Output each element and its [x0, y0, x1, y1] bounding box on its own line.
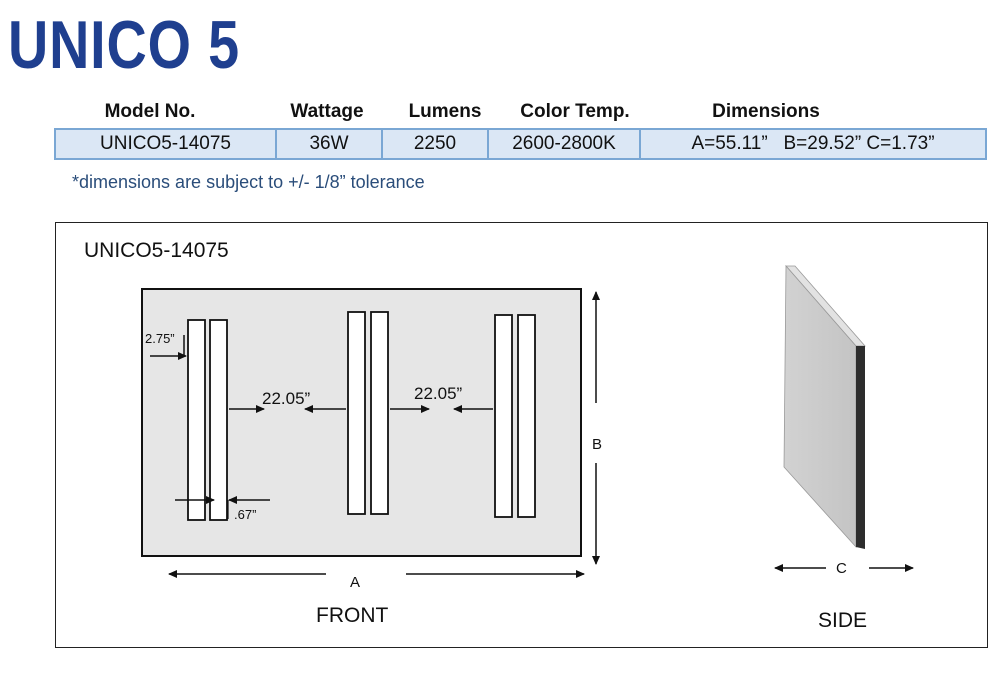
cell-color-temp: 2600-2800K — [489, 130, 641, 158]
cell-model: UNICO5-14075 — [56, 130, 277, 158]
dim-c-label: C — [836, 560, 847, 577]
spec-row: UNICO5-14075 36W 2250 2600-2800K A=55.11… — [54, 128, 987, 160]
cell-wattage: 36W — [277, 130, 383, 158]
side-view-face — [783, 264, 857, 549]
tube — [347, 311, 366, 515]
model-label: UNICO5-14075 — [84, 239, 229, 262]
dim-b-label: B — [592, 436, 602, 453]
header-lumens: Lumens — [408, 101, 482, 122]
technical-drawing: UNICO5-14075 2.75” 22.05” 22.05” .67” B — [55, 222, 988, 648]
header-model: Model No. — [104, 101, 196, 122]
tube — [370, 311, 389, 515]
dim-gap-1-label: 22.05” — [262, 389, 311, 408]
front-label: FRONT — [316, 604, 388, 627]
tolerance-note: *dimensions are subject to +/- 1/8” tole… — [72, 172, 425, 192]
header-dimensions: Dimensions — [712, 101, 820, 122]
header-wattage: Wattage — [290, 101, 364, 122]
page-title: UNICO 5 — [8, 7, 240, 83]
header-color-temp: Color Temp. — [520, 101, 630, 122]
side-label: SIDE — [818, 609, 867, 632]
tube — [187, 319, 206, 521]
dim-tube-label: .67” — [234, 507, 256, 522]
dim-gap-2-label: 22.05” — [414, 384, 463, 403]
side-view-edge — [856, 346, 865, 549]
drawing-canvas: UNICO5-14075 2.75” 22.05” 22.05” .67” B — [84, 239, 914, 632]
dim-a-label: A — [350, 574, 360, 591]
cell-dimensions: A=55.11” B=29.52” C=1.73” — [691, 133, 935, 154]
dim-edge-label: 2.75” — [145, 331, 175, 346]
tube — [209, 319, 228, 521]
cell-lumens: 2250 — [383, 130, 489, 158]
tube — [517, 314, 536, 518]
tube — [494, 314, 513, 518]
